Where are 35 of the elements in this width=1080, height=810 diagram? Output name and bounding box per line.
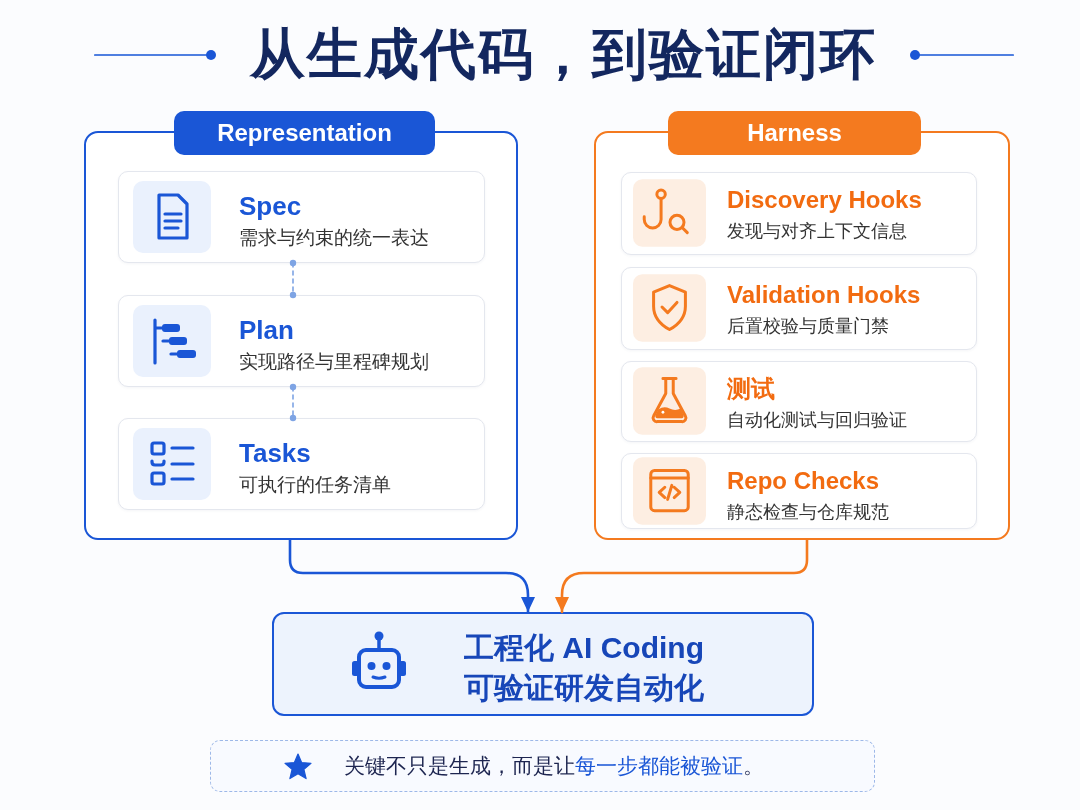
arrow bbox=[555, 538, 809, 614]
dashed-connector bbox=[289, 259, 297, 299]
panel bbox=[84, 111, 518, 540]
card-subtitle: 需求与约束的统一表达 bbox=[239, 226, 429, 250]
card bbox=[118, 418, 485, 510]
card-title: Tasks bbox=[239, 437, 311, 469]
card-subtitle: 静态检查与仓库规范 bbox=[727, 501, 889, 524]
arrow bbox=[288, 538, 535, 614]
card bbox=[621, 267, 977, 350]
card-subtitle: 后置校验与质量门禁 bbox=[727, 315, 889, 338]
heading: 工程化 AI Coding bbox=[464, 630, 704, 666]
card-title: Discovery Hooks bbox=[727, 185, 922, 215]
card-subtitle: 可执行的任务清单 bbox=[239, 473, 391, 497]
card-title: Spec bbox=[239, 190, 302, 222]
card bbox=[118, 171, 485, 263]
card bbox=[118, 295, 485, 387]
dashed-connector bbox=[289, 383, 297, 422]
card-title: Repo Checks bbox=[727, 466, 880, 496]
result-box bbox=[272, 612, 814, 716]
card-title: Plan bbox=[239, 314, 294, 346]
note-box bbox=[210, 740, 875, 792]
card bbox=[621, 172, 977, 255]
panel bbox=[594, 111, 1010, 540]
card-subtitle: 自动化测试与回归验证 bbox=[727, 409, 907, 432]
subheading: 可验证研发自动化 bbox=[464, 670, 704, 706]
card-subtitle: 发现与对齐上下文信息 bbox=[727, 220, 907, 243]
card-subtitle: 实现路径与里程碑规划 bbox=[239, 350, 429, 374]
title: 从生成代码，到验证闭环 bbox=[250, 22, 877, 87]
note-text: 关键不只是生成，而是让每一步都能被验证。 bbox=[344, 753, 764, 779]
card bbox=[621, 361, 977, 442]
card-title: Validation Hooks bbox=[727, 280, 921, 310]
card bbox=[621, 453, 977, 529]
card-title: 测试 bbox=[727, 374, 775, 404]
header-tab: Harness bbox=[668, 111, 921, 155]
header-tab: Representation bbox=[174, 111, 435, 155]
